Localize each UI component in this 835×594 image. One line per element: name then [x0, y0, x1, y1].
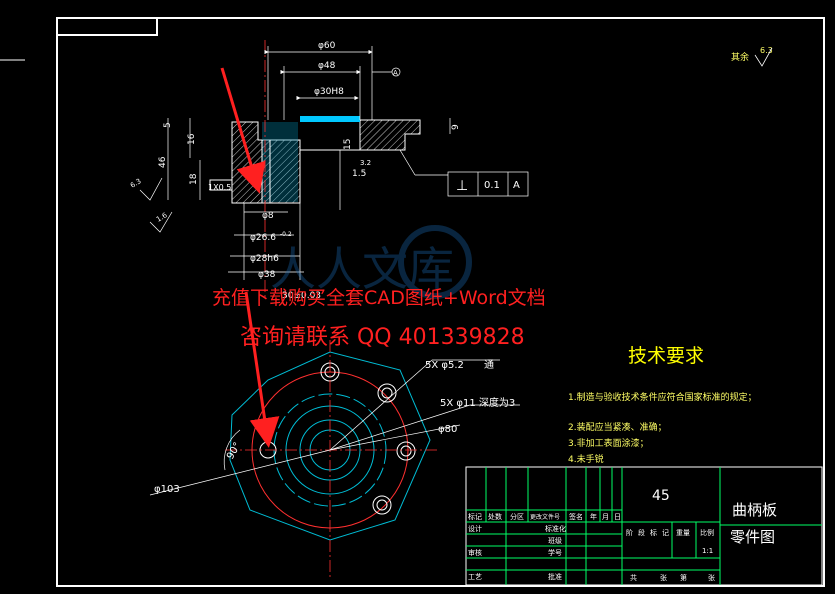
- svg-text:46: 46: [158, 156, 168, 168]
- svg-text:φ103: φ103: [154, 484, 180, 495]
- svg-text:比例: 比例: [700, 528, 714, 537]
- svg-text:张: 张: [660, 573, 667, 582]
- svg-text:A: A: [393, 69, 398, 77]
- svg-text:审核: 审核: [468, 548, 482, 557]
- svg-text:签名: 签名: [569, 512, 583, 521]
- bolt-hole: [396, 441, 416, 461]
- svg-text:φ80: φ80: [438, 424, 457, 435]
- material: 45: [652, 488, 670, 504]
- part-name: 曲柄板: [732, 501, 777, 519]
- svg-text:3.非加工表面涂漆；: 3.非加工表面涂漆；: [568, 437, 649, 449]
- drawing-frame: [0, 17, 825, 587]
- svg-text:5X φ5.2: 5X φ5.2: [425, 360, 464, 371]
- svg-text:18: 18: [189, 173, 199, 185]
- svg-text:φ28h6: φ28h6: [250, 254, 279, 264]
- svg-text:φ48: φ48: [318, 61, 336, 71]
- svg-text:学号: 学号: [548, 548, 562, 557]
- svg-text:1.5: 1.5: [352, 169, 366, 179]
- svg-text:标准化: 标准化: [545, 524, 566, 533]
- svg-text:φ60: φ60: [318, 41, 336, 51]
- svg-text:零件图: 零件图: [730, 528, 775, 546]
- svg-text:第: 第: [680, 573, 687, 582]
- tech-heading: 技术要求: [628, 345, 704, 367]
- svg-text:标记: 标记: [468, 512, 482, 521]
- svg-text:6.3: 6.3: [760, 46, 773, 55]
- svg-text:重量: 重量: [676, 529, 690, 537]
- svg-text:φ8: φ8: [262, 211, 274, 221]
- svg-text:1X0.5: 1X0.5: [208, 183, 231, 192]
- svg-text:0.1: 0.1: [484, 180, 500, 191]
- red-arrows: [220, 67, 280, 448]
- svg-text:日: 日: [614, 513, 621, 521]
- title-block: [465, 466, 823, 586]
- svg-text:分区: 分区: [510, 512, 524, 521]
- svg-text:2.装配应当紧凑、准确；: 2.装配应当紧凑、准确；: [568, 421, 667, 433]
- svg-text:批准: 批准: [548, 572, 562, 581]
- bolt-hole: [372, 495, 392, 515]
- svg-text:4.未手锐: 4.未手锐: [568, 453, 604, 465]
- svg-text:工艺: 工艺: [468, 573, 482, 581]
- svg-text:人人文库: 人人文库: [270, 242, 454, 296]
- svg-text:9: 9: [451, 124, 461, 130]
- svg-text:段: 段: [638, 528, 645, 537]
- svg-text:其余: 其余: [731, 51, 749, 63]
- section-dimension-labels: φ60 φ48 φ30H8 A φ8 φ26.6 -0.2 φ28h6 φ38 …: [129, 41, 461, 301]
- plan-view: [149, 340, 520, 580]
- plan-outline: [229, 351, 431, 541]
- bore-fill: [262, 122, 298, 202]
- svg-text:5X φ11 深度为3: 5X φ11 深度为3: [440, 396, 515, 409]
- svg-text:6.3: 6.3: [129, 177, 143, 189]
- tolerance-frame: ⊥ 0.1 A: [456, 178, 520, 194]
- svg-text:张: 张: [708, 573, 715, 582]
- svg-text:φ38: φ38: [258, 270, 276, 280]
- svg-text:1.制造与验收技术条件应符合国家标准的规定；: 1.制造与验收技术条件应符合国家标准的规定；: [568, 391, 757, 403]
- svg-text:16: 16: [187, 133, 197, 145]
- svg-text:⊥: ⊥: [456, 178, 468, 194]
- svg-text:A: A: [513, 180, 520, 191]
- svg-text:阶: 阶: [626, 528, 633, 537]
- svg-text:充值下载购买全套CAD图纸+Word文档: 充值下载购买全套CAD图纸+Word文档: [212, 287, 546, 309]
- svg-text:φ30H8: φ30H8: [314, 87, 344, 97]
- svg-text:年: 年: [590, 512, 597, 521]
- svg-text:记: 记: [662, 529, 669, 537]
- svg-text:通: 通: [484, 359, 494, 371]
- svg-text:30±0.03: 30±0.03: [282, 291, 321, 301]
- section-hatch-right: [359, 119, 421, 151]
- surface-roughness-note: 其余 6.3: [731, 46, 773, 67]
- tech-requirements: 技术要求 1.制造与验收技术条件应符合国家标准的规定； 2.装配应当紧凑、准确；…: [568, 345, 757, 465]
- svg-text:标: 标: [650, 528, 657, 537]
- svg-text:φ26.6: φ26.6: [250, 233, 276, 243]
- svg-text:15: 15: [343, 139, 353, 150]
- svg-text:共: 共: [630, 573, 637, 582]
- bolt-hole: [377, 383, 397, 403]
- watermark-logo: 人人文库: [270, 225, 472, 299]
- svg-text:5: 5: [163, 122, 173, 128]
- section-dimensions: [139, 46, 529, 280]
- title-block-text: 45 曲柄板 零件图 标记 处数 分区 更改文件号 签名 年 月 日 设计 标准…: [468, 488, 777, 582]
- svg-text:班级: 班级: [548, 536, 562, 545]
- svg-text:1.6: 1.6: [155, 211, 169, 224]
- watermark-text: 充值下载购买全套CAD图纸+Word文档 咨询请联系 QQ 401339828: [212, 287, 546, 350]
- svg-text:月: 月: [602, 513, 609, 521]
- svg-text:90°: 90°: [225, 441, 243, 462]
- svg-text:-0.2: -0.2: [280, 231, 292, 238]
- svg-text:咨询请联系 QQ 401339828: 咨询请联系 QQ 401339828: [240, 325, 525, 350]
- svg-text:设计: 设计: [468, 524, 482, 533]
- svg-text:更改文件号: 更改文件号: [530, 513, 560, 521]
- svg-text:处数: 处数: [488, 512, 502, 521]
- svg-text:3.2: 3.2: [360, 159, 371, 167]
- svg-text:1:1: 1:1: [702, 547, 713, 555]
